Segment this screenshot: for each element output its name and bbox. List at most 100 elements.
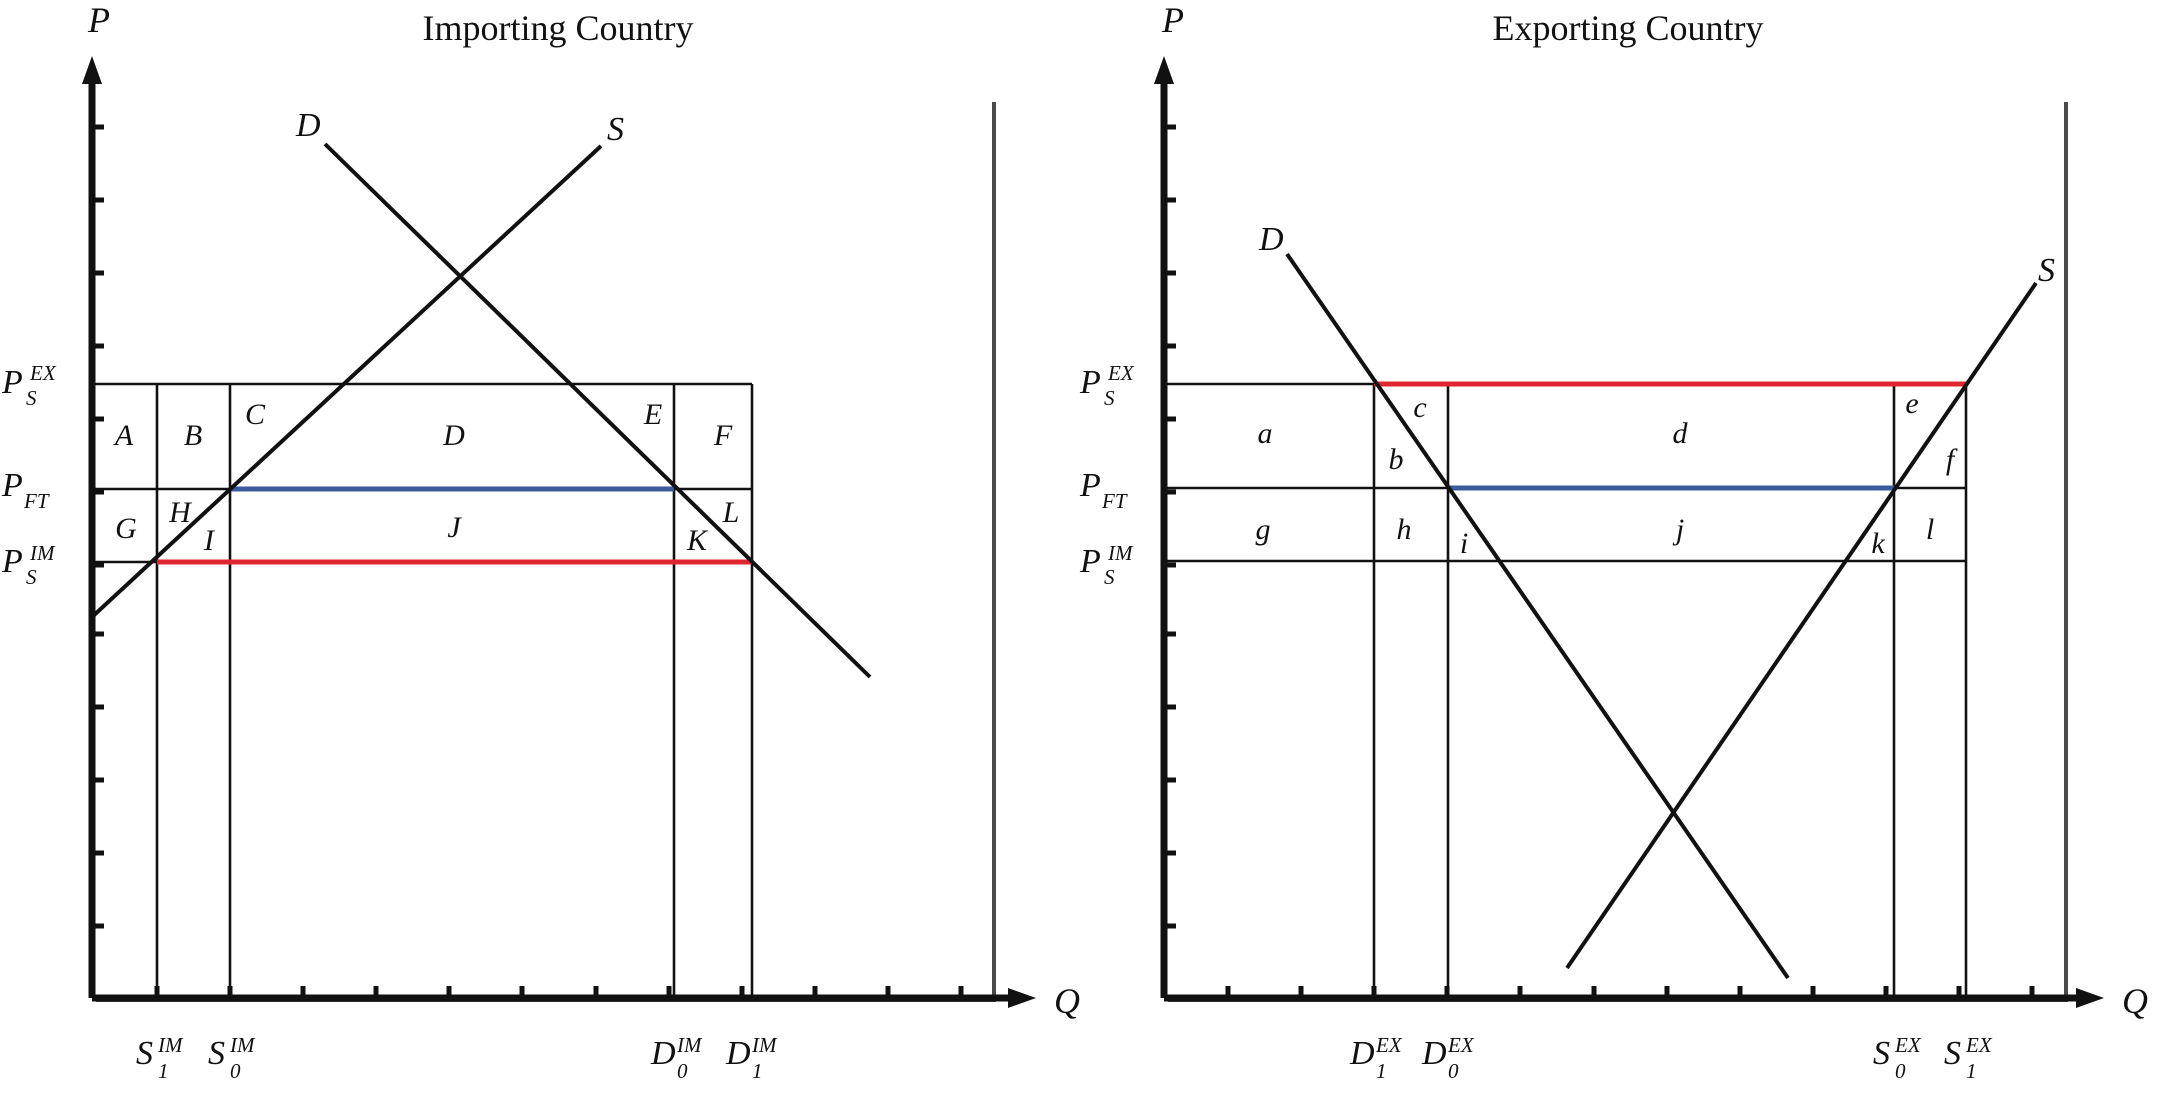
supply-curve xyxy=(90,144,603,619)
area-label-c: c xyxy=(1413,391,1426,424)
panel-title: Exporting Country xyxy=(1493,8,1764,48)
x-axis-label: Q xyxy=(1054,981,1080,1021)
area-label-h: h xyxy=(1397,513,1412,546)
quantity-label-d0-ex: D EX 0 xyxy=(1421,1033,1475,1083)
area-label-j: j xyxy=(1672,513,1684,546)
svg-text:S: S xyxy=(26,565,37,589)
y-axis-label: P xyxy=(1161,0,1184,40)
svg-text:D: D xyxy=(1421,1035,1447,1072)
area-label-a: a xyxy=(1258,417,1273,450)
quantity-label-d1-im: D IM 1 xyxy=(725,1033,778,1083)
svg-text:1: 1 xyxy=(158,1059,169,1083)
svg-text:EX: EX xyxy=(1375,1033,1403,1057)
demand-curve-label: D xyxy=(1258,221,1284,258)
svg-text:S: S xyxy=(1104,565,1115,589)
svg-text:IM: IM xyxy=(157,1033,184,1057)
supply-curve-label: S xyxy=(607,111,624,148)
area-label-d: d xyxy=(1673,417,1689,450)
y-axis-label: P xyxy=(87,0,110,40)
svg-text:S: S xyxy=(1873,1035,1890,1072)
price-label-ps-ex: P EX S xyxy=(1079,361,1135,410)
y-axis-arrow xyxy=(1154,56,1174,84)
svg-text:D: D xyxy=(650,1035,676,1072)
svg-text:S: S xyxy=(1944,1035,1961,1072)
area-labels: A B C D E F G H I J K L xyxy=(113,398,740,557)
plot-area xyxy=(92,98,992,998)
importing-country-panel: Importing Country P Q xyxy=(1,0,1080,1083)
area-label-E: E xyxy=(643,398,662,431)
quantity-label-d0-im: D IM 0 xyxy=(650,1033,703,1083)
svg-text:S: S xyxy=(1104,386,1115,410)
svg-text:P: P xyxy=(1079,543,1101,580)
area-label-A: A xyxy=(113,419,134,452)
svg-text:IM: IM xyxy=(29,541,56,565)
x-axis-ticks xyxy=(1225,986,2035,998)
price-label-p-ft: P FT xyxy=(1,467,50,513)
area-label-k: k xyxy=(1871,527,1885,560)
area-label-i: i xyxy=(1460,527,1468,560)
y-axis-ticks xyxy=(92,124,104,929)
svg-text:0: 0 xyxy=(230,1059,241,1083)
svg-text:0: 0 xyxy=(1448,1059,1459,1083)
quantity-label-s1-im: S IM 1 xyxy=(136,1033,184,1083)
svg-text:IM: IM xyxy=(751,1033,778,1057)
svg-text:S: S xyxy=(136,1035,153,1072)
svg-text:1: 1 xyxy=(1966,1059,1977,1083)
area-label-J: J xyxy=(447,511,462,544)
price-label-ps-ex: P EX S xyxy=(1,361,57,410)
quantity-label-d1-ex: D EX 1 xyxy=(1349,1033,1403,1083)
quantity-label-s1-ex: S EX 1 xyxy=(1944,1033,1993,1083)
svg-text:P: P xyxy=(1,467,23,504)
svg-text:1: 1 xyxy=(752,1059,763,1083)
area-label-D: D xyxy=(442,419,465,452)
svg-text:D: D xyxy=(1349,1035,1375,1072)
area-label-H: H xyxy=(168,496,193,529)
demand-curve xyxy=(1285,252,1790,980)
y-axis-arrow xyxy=(82,56,102,84)
x-axis-arrow xyxy=(2076,988,2104,1008)
area-label-F: F xyxy=(713,419,733,452)
x-axis-arrow xyxy=(1008,988,1036,1008)
area-label-G: G xyxy=(115,512,137,545)
svg-text:FT: FT xyxy=(1101,489,1128,513)
svg-text:0: 0 xyxy=(1895,1059,1906,1083)
svg-text:P: P xyxy=(1,364,23,401)
area-labels: a b c d e f g h i j k l xyxy=(1256,387,1958,560)
svg-text:D: D xyxy=(725,1035,751,1072)
svg-text:IM: IM xyxy=(676,1033,703,1057)
svg-text:P: P xyxy=(1079,467,1101,504)
svg-text:P: P xyxy=(1,543,23,580)
area-label-I: I xyxy=(203,524,216,557)
price-label-p-ft: P FT xyxy=(1079,467,1128,513)
svg-text:EX: EX xyxy=(1894,1033,1922,1057)
demand-curve xyxy=(323,142,872,679)
svg-text:EX: EX xyxy=(1107,361,1135,385)
area-label-K: K xyxy=(686,524,709,557)
plot-area xyxy=(1164,98,2064,998)
price-label-ps-im: P IM S xyxy=(1079,541,1134,589)
svg-text:FT: FT xyxy=(23,489,50,513)
svg-text:EX: EX xyxy=(29,361,57,385)
demand-curve-label: D xyxy=(295,107,321,144)
area-label-g: g xyxy=(1256,513,1271,546)
area-label-B: B xyxy=(184,419,202,452)
svg-text:IM: IM xyxy=(229,1033,256,1057)
quantity-label-s0-ex: S EX 0 xyxy=(1873,1033,1922,1083)
svg-text:1: 1 xyxy=(1376,1059,1387,1083)
panel-title: Importing Country xyxy=(423,8,694,48)
area-label-l: l xyxy=(1926,513,1934,546)
svg-text:IM: IM xyxy=(1107,541,1134,565)
area-label-C: C xyxy=(245,398,266,431)
area-label-e: e xyxy=(1905,387,1918,420)
exporting-country-panel: Exporting Country P Q xyxy=(1079,0,2148,1083)
svg-text:P: P xyxy=(1079,364,1101,401)
quantity-label-s0-im: S IM 0 xyxy=(208,1033,256,1083)
x-axis-label: Q xyxy=(2122,981,2148,1021)
supply-curve-label: S xyxy=(2038,252,2055,289)
svg-text:EX: EX xyxy=(1965,1033,1993,1057)
area-label-L: L xyxy=(722,496,740,529)
y-axis-ticks xyxy=(1164,124,1176,929)
svg-text:0: 0 xyxy=(677,1059,688,1083)
svg-text:EX: EX xyxy=(1447,1033,1475,1057)
